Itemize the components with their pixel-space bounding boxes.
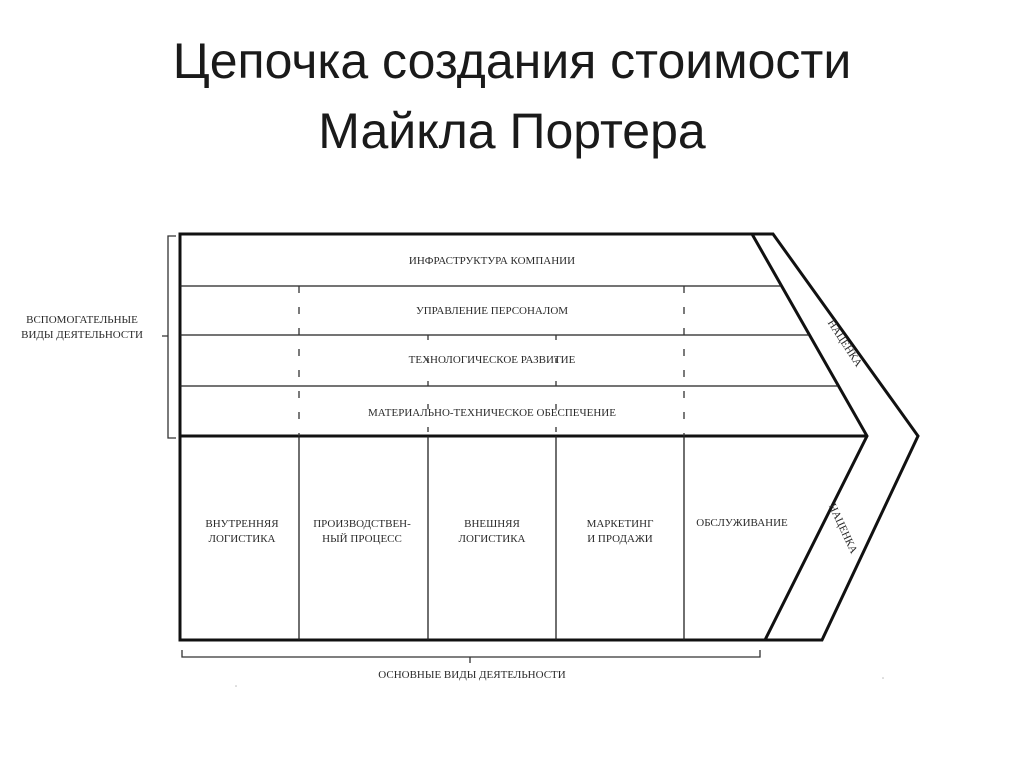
scan-dot [882, 677, 884, 679]
support-activity-infrastructure: ИНФРАСТРУКТУРА КОМПАНИИ [409, 255, 575, 267]
support-activity-procurement: МАТЕРИАЛЬНО-ТЕХНИЧЕСКОЕ ОБЕСПЕЧЕНИЕ [368, 407, 616, 419]
primary-group-label: ОСНОВНЫЕ ВИДЫ ДЕЯТЕЛЬНОСТИ [378, 669, 565, 681]
support-group-label-line-1: ВСПОМОГАТЕЛЬНЫЕ [26, 314, 138, 326]
primary-activity-service: ОБСЛУЖИВАНИЕ [696, 517, 788, 529]
primary-activity-marketing-line-1: МАРКЕТИНГ [587, 518, 654, 530]
primary-activity-marketing-line-2: И ПРОДАЖИ [587, 533, 653, 545]
scan-dot [235, 685, 237, 687]
primary-bracket [181, 650, 761, 663]
primary-activity-inbound-line-2: ЛОГИСТИКА [209, 533, 276, 545]
support-group-label-line-2: ВИДЫ ДЕЯТЕЛЬНОСТИ [21, 329, 143, 341]
primary-activity-inbound-line-1: ВНУТРЕННЯЯ [205, 518, 279, 530]
support-activity-hr: УПРАВЛЕНИЕ ПЕРСОНАЛОМ [416, 305, 568, 317]
margin-label-top: НАЦЕНКА [825, 318, 864, 370]
primary-activity-operations-line-1: ПРОИЗВОДСТВЕН- [313, 518, 411, 530]
slide-title-line-1: Цепочка создания стоимости [172, 33, 852, 89]
margin-label-bottom: НАЦЕНКА [826, 502, 860, 556]
primary-activity-outbound-line-2: ЛОГИСТИКА [459, 533, 526, 545]
margin-arrow-band [752, 232, 920, 642]
support-bracket [162, 235, 176, 439]
primary-activity-outbound-line-1: ВНЕШНЯЯ [464, 518, 520, 530]
support-activity-technology: ТЕХНОЛОГИЧЕСКОЕ РАЗВИТИЕ [409, 354, 576, 366]
slide-title-line-2: Майкла Портера [318, 103, 706, 159]
primary-activity-operations-line-2: НЫЙ ПРОЦЕСС [322, 533, 402, 545]
